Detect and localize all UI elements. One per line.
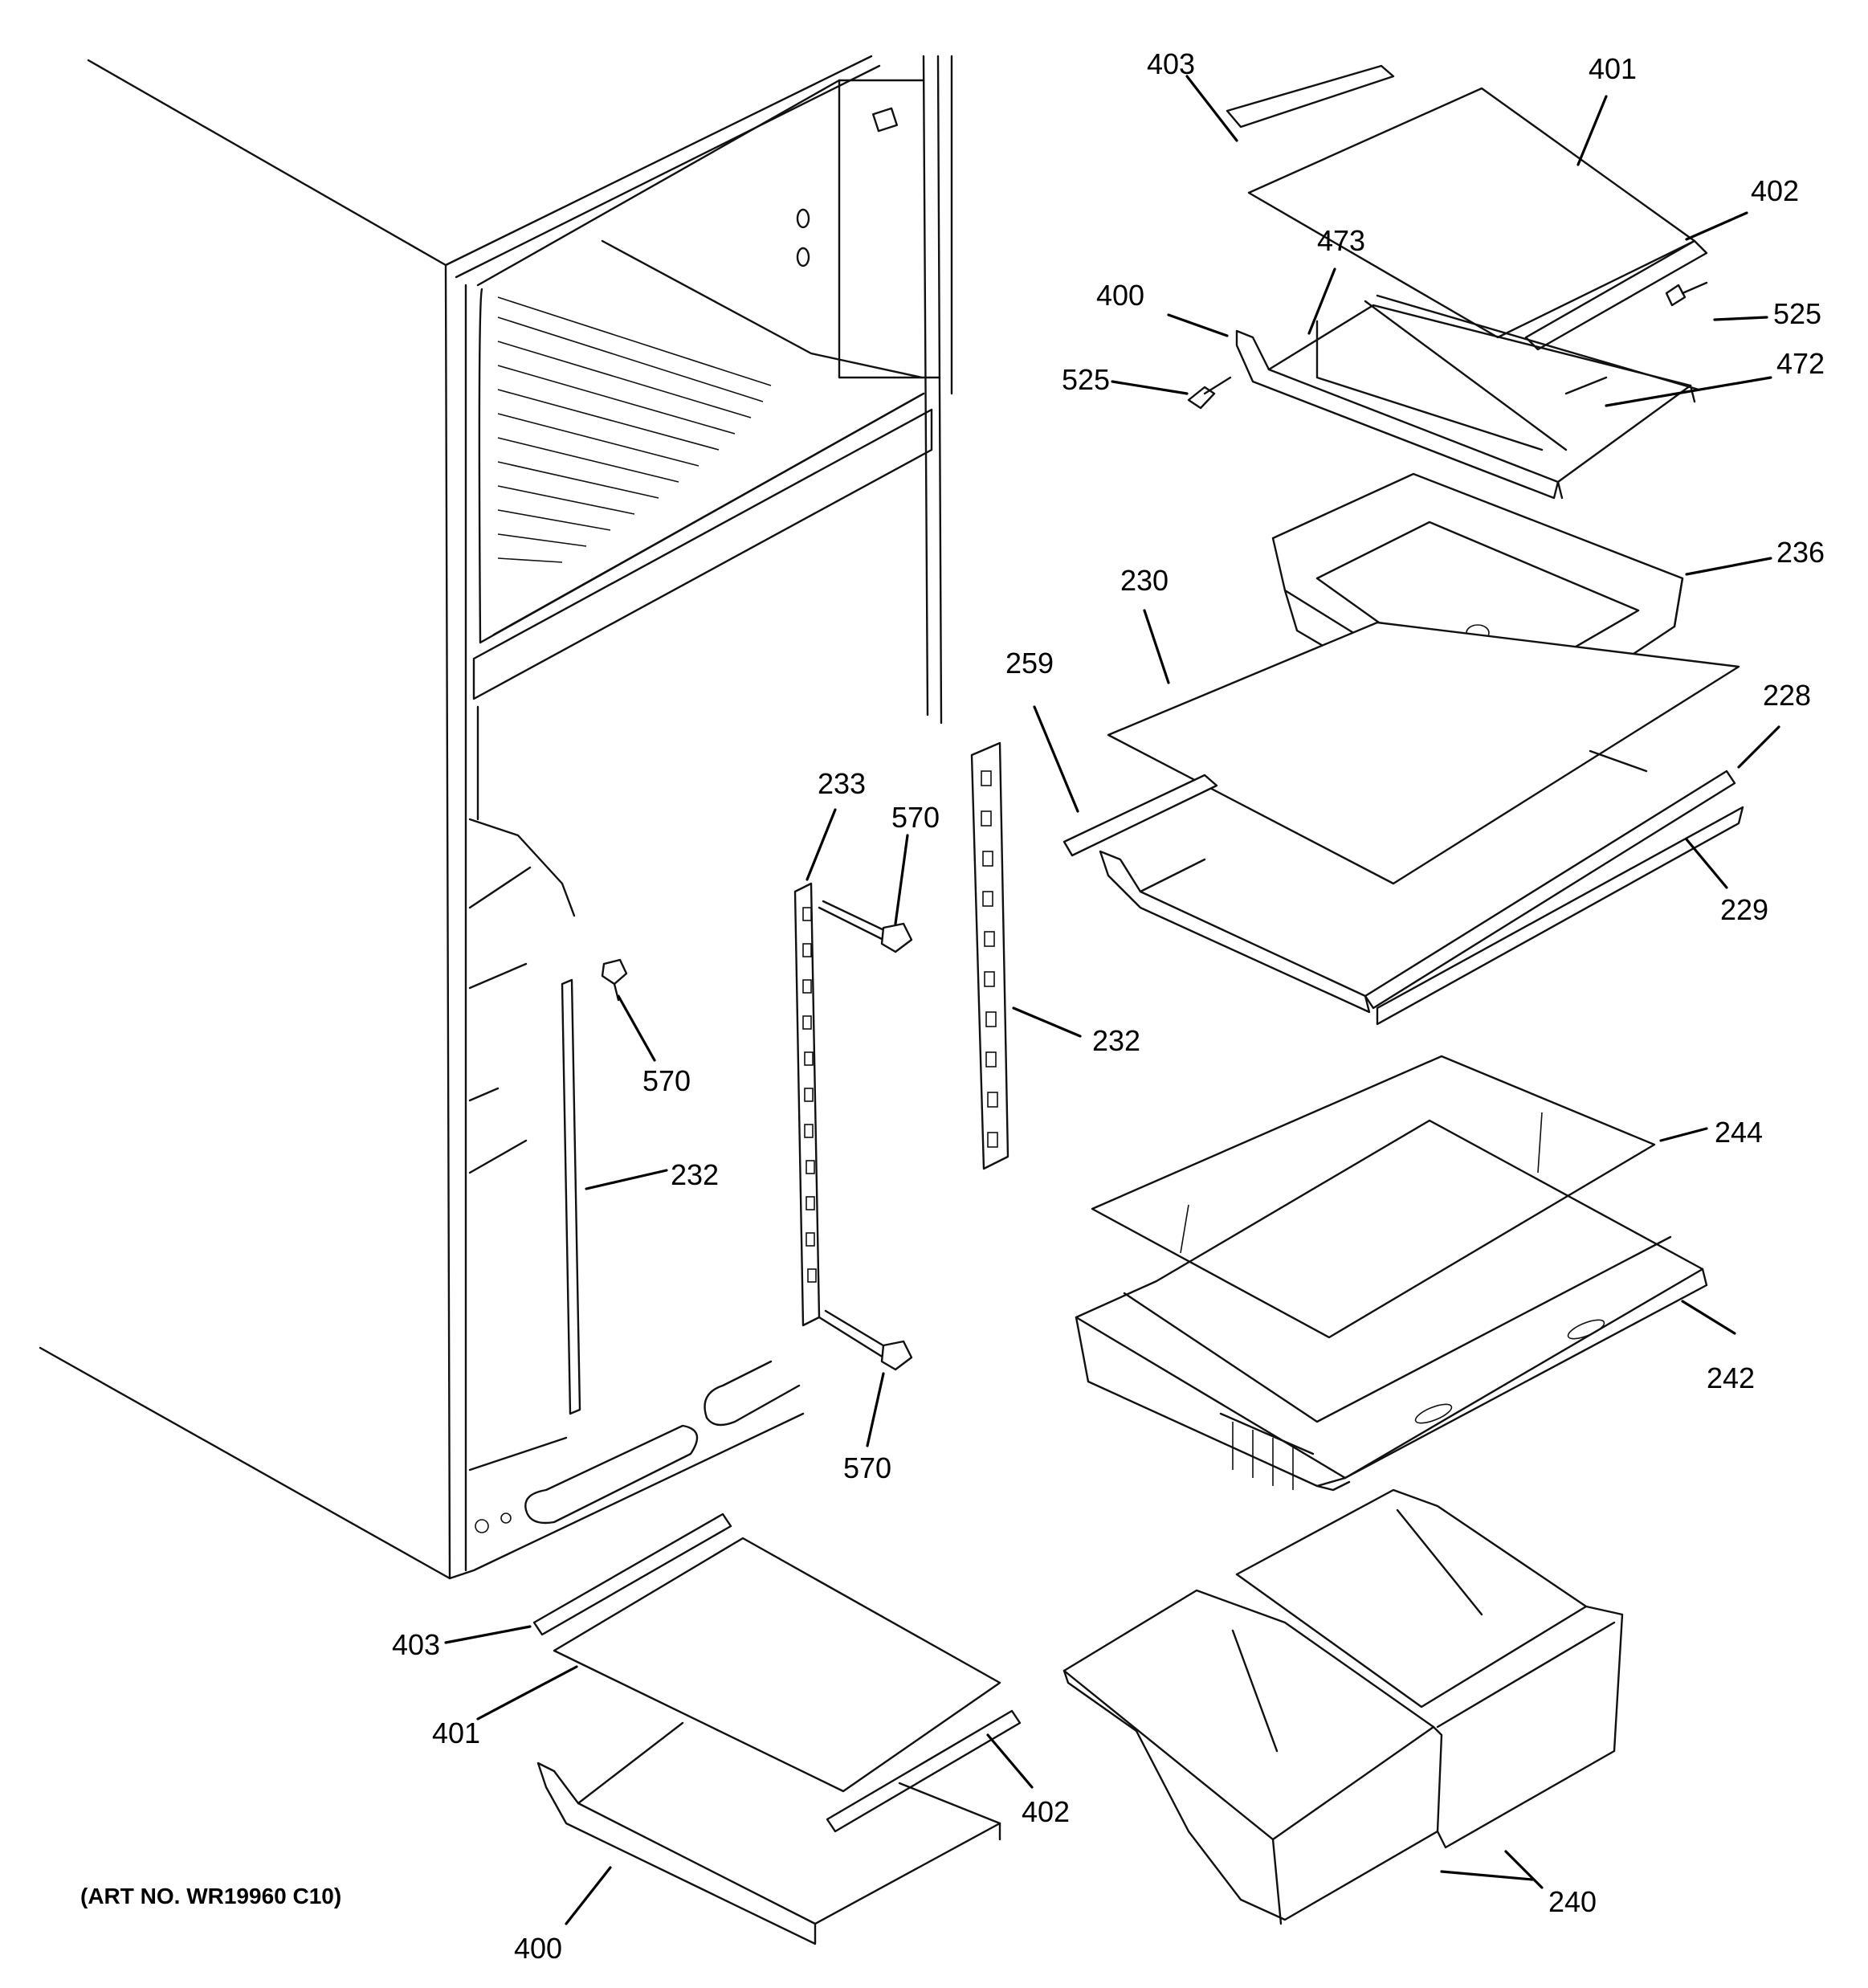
label-240: 240 — [1548, 1885, 1597, 1918]
label-525-left: 525 — [1062, 363, 1110, 396]
label-400-top: 400 — [1096, 279, 1144, 312]
label-401-top: 401 — [1589, 52, 1637, 85]
label-570-upper: 570 — [891, 801, 940, 834]
label-232-right: 232 — [1092, 1024, 1140, 1057]
leader-lines — [444, 75, 1780, 1925]
label-259: 259 — [1005, 647, 1054, 680]
art-number: (ART NO. WR19960 C10) — [80, 1884, 341, 1908]
label-403-top: 403 — [1147, 47, 1195, 80]
label-229: 229 — [1720, 893, 1768, 926]
label-472: 472 — [1776, 347, 1825, 380]
crisper-cover-and-pan — [1075, 1055, 1708, 1492]
label-244: 244 — [1715, 1116, 1763, 1149]
label-525-right: 525 — [1773, 297, 1821, 330]
label-242: 242 — [1707, 1361, 1755, 1394]
middle-glass-shelf-assembly — [1062, 621, 1744, 1026]
label-233: 233 — [818, 767, 866, 800]
label-402-top: 402 — [1751, 174, 1799, 207]
label-400-bottom: 400 — [514, 1932, 562, 1965]
label-570-left: 570 — [642, 1064, 691, 1097]
label-402-bottom: 402 — [1022, 1795, 1070, 1828]
ladder-slots-232-right — [981, 770, 998, 1148]
label-236: 236 — [1776, 536, 1825, 569]
upper-glass-shelf-assembly — [1187, 64, 1708, 500]
crisper-drawers — [1062, 1488, 1624, 1925]
shelf-ladders — [561, 741, 1009, 1415]
label-232-left: 232 — [671, 1158, 719, 1191]
label-401-bottom: 401 — [432, 1717, 480, 1749]
part-labels: 403 401 402 473 400 525 525 472 236 230 … — [80, 47, 1825, 1965]
label-403-bottom: 403 — [392, 1628, 440, 1661]
refrigerator-cabinet — [39, 55, 953, 1580]
ladder-slots-233 — [802, 907, 817, 1283]
label-228: 228 — [1763, 679, 1811, 712]
freezer-ribs — [497, 296, 772, 563]
lower-glass-shelf-assembly — [532, 1512, 1022, 1945]
screws-570 — [601, 900, 913, 1371]
label-473: 473 — [1317, 224, 1365, 257]
label-570-lower: 570 — [843, 1451, 891, 1484]
label-230: 230 — [1120, 564, 1169, 597]
